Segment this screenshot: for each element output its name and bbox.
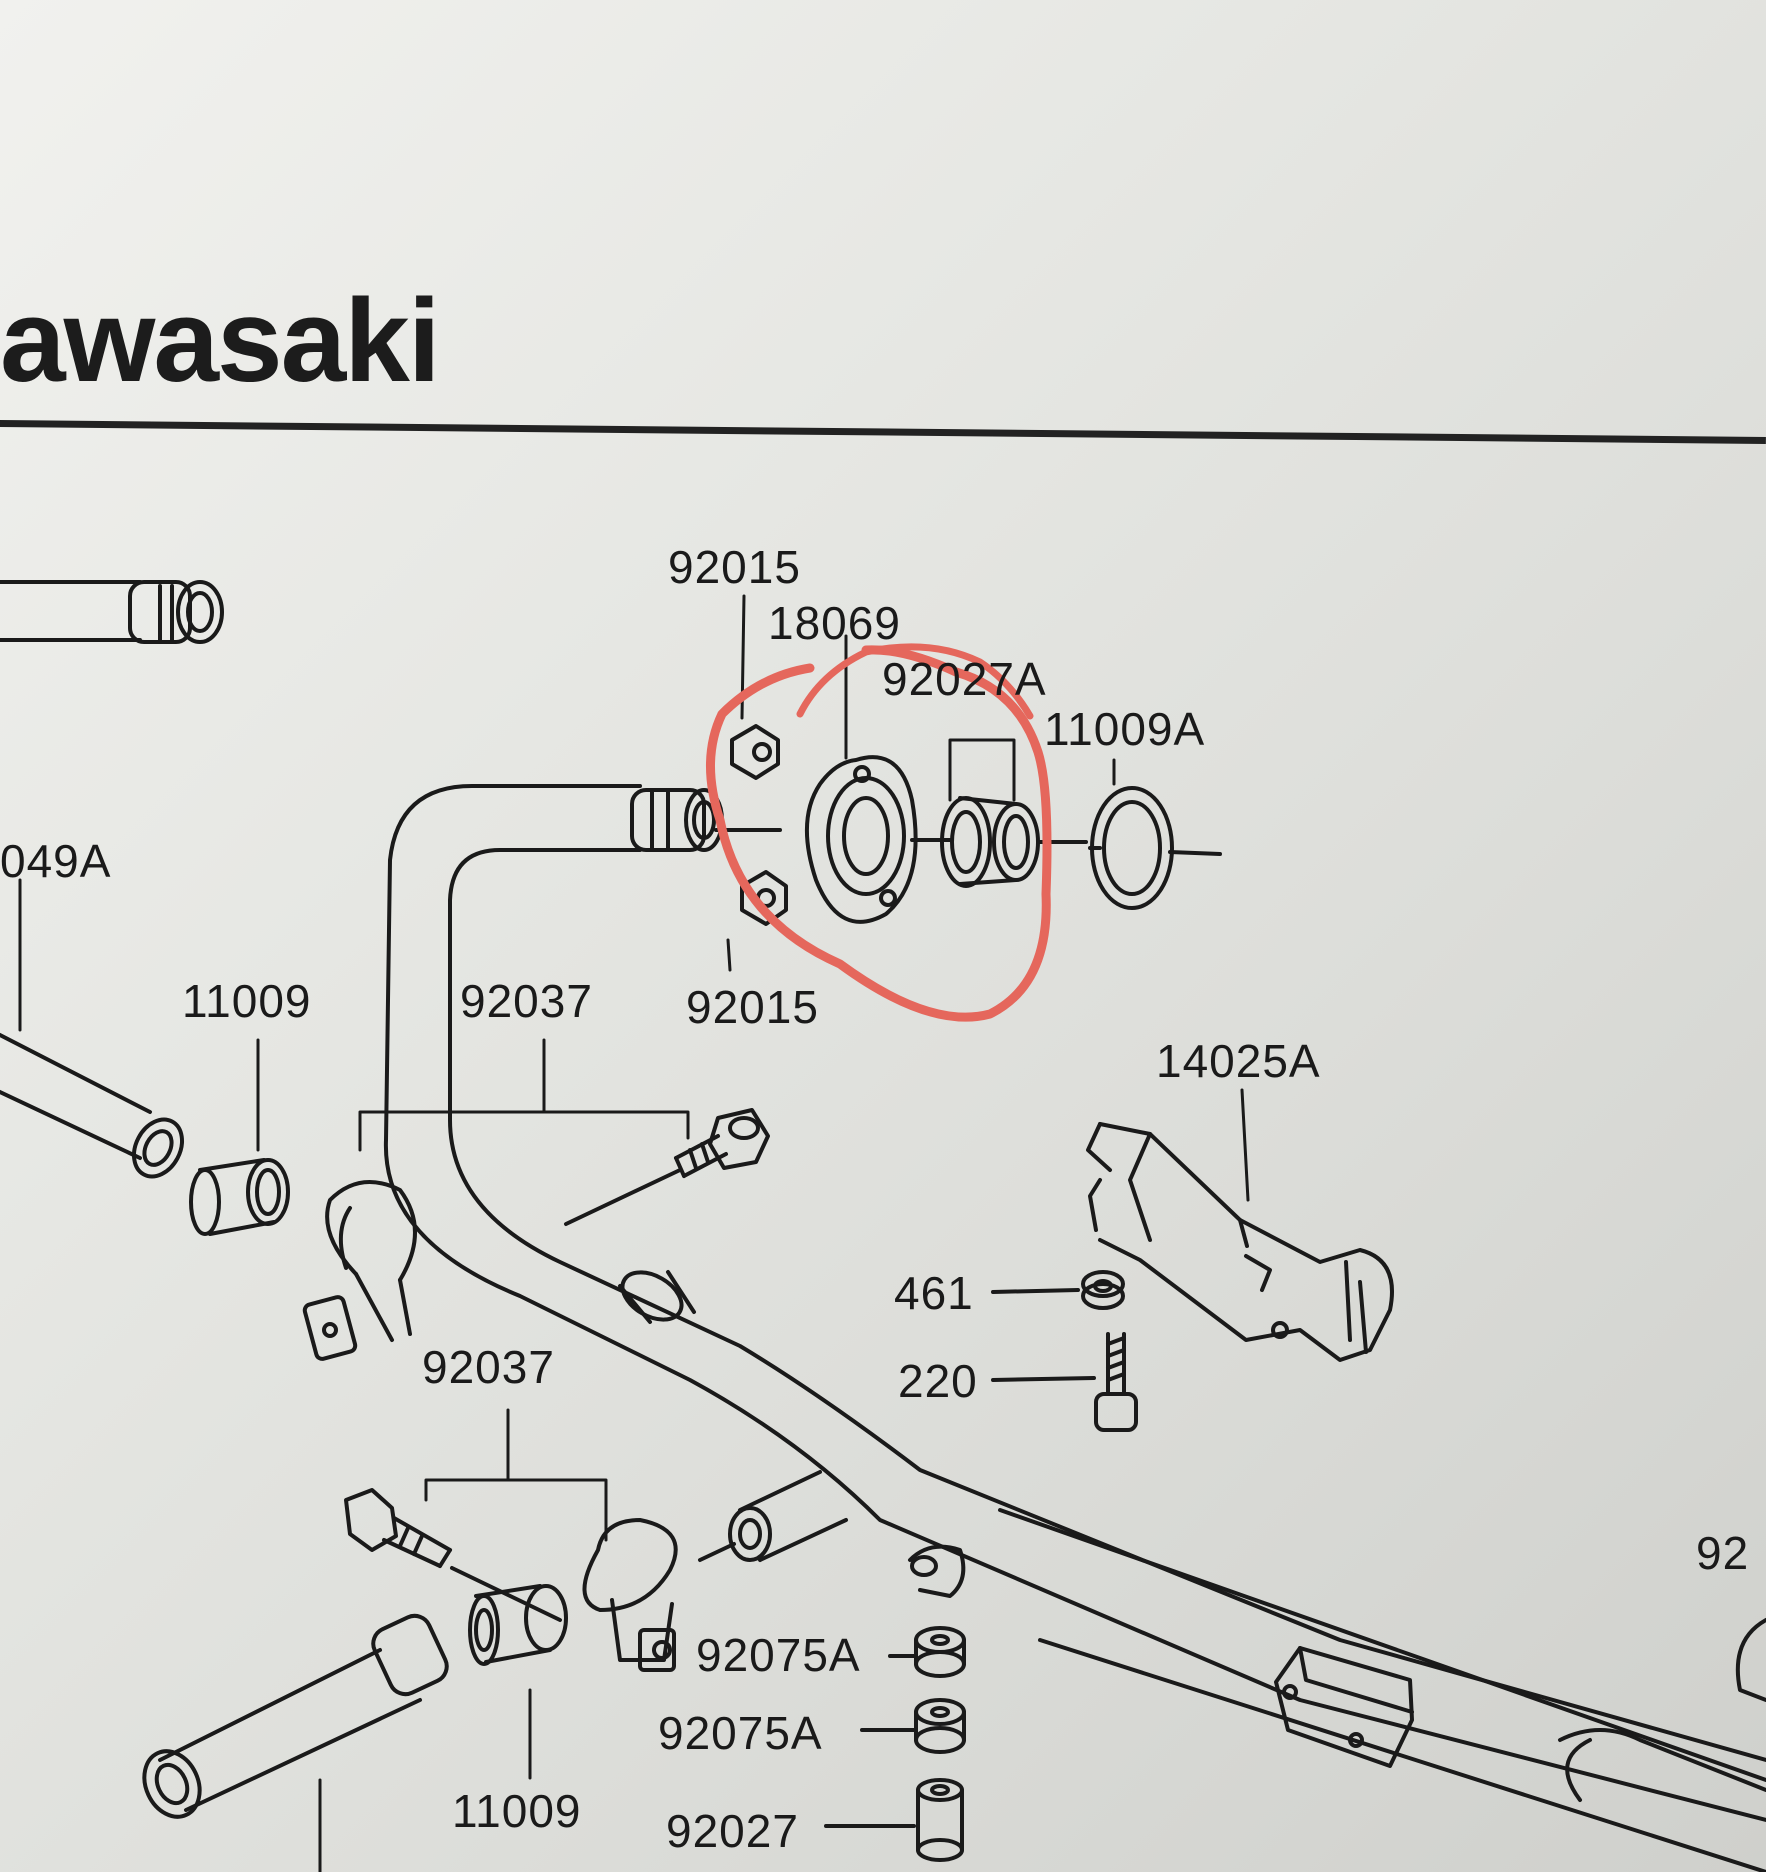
part-label: 18069 — [768, 597, 901, 649]
collar-92027 — [824, 1778, 964, 1862]
pipe-clamp-lower — [582, 1518, 678, 1672]
part-label: 92075A — [696, 1629, 861, 1681]
part-label: 92037 — [422, 1341, 555, 1393]
nut-92015-upper — [730, 724, 780, 780]
part-label: 461 — [894, 1267, 974, 1319]
brand-logo: awasaki — [0, 275, 441, 407]
collar-11009-lower — [468, 1584, 568, 1666]
part-label: 11009 — [452, 1785, 582, 1837]
tube-connector — [698, 1470, 966, 1598]
bolt-92037-lower — [344, 1488, 562, 1622]
part-label: 92037 — [460, 975, 593, 1027]
pipe-clamp-upper — [302, 1180, 417, 1361]
grommet-92075A-upper — [888, 1626, 966, 1678]
pipe-left-diagonal — [0, 1033, 184, 1179]
screw-220 — [991, 1332, 1138, 1432]
part-label: 11009A — [1044, 703, 1206, 755]
collar-92027A — [940, 796, 1088, 888]
muffler-body — [998, 1508, 1766, 1872]
muffler-bracket — [1274, 1646, 1414, 1768]
part-label: 92 — [1696, 1527, 1750, 1579]
bolt-92037-upper — [564, 1108, 770, 1226]
part-label: 92015 — [686, 981, 819, 1033]
pipe-lower-left — [142, 1613, 449, 1819]
part-label: 92027 — [666, 1805, 799, 1857]
washer-461 — [991, 1270, 1125, 1310]
part-label: 14025A — [1156, 1035, 1321, 1087]
collar-11009-upper — [189, 1158, 290, 1236]
red-circle-annotation — [705, 643, 1052, 1022]
pipe-top-left — [0, 580, 224, 644]
main-header-pipe — [383, 784, 1766, 1822]
part-label: 92075A — [658, 1707, 823, 1759]
part-label: 049A — [0, 835, 112, 887]
part-label: 220 — [898, 1355, 978, 1407]
leader-lines — [18, 594, 1250, 1872]
grommet-92075A-lower — [860, 1698, 966, 1754]
part-label: 11009 — [182, 975, 312, 1027]
heat-shield-14025A — [1086, 1122, 1394, 1362]
part-label: 92027A — [882, 653, 1047, 705]
gasket-11009A — [1088, 786, 1222, 910]
part-label: 92015 — [668, 541, 801, 593]
